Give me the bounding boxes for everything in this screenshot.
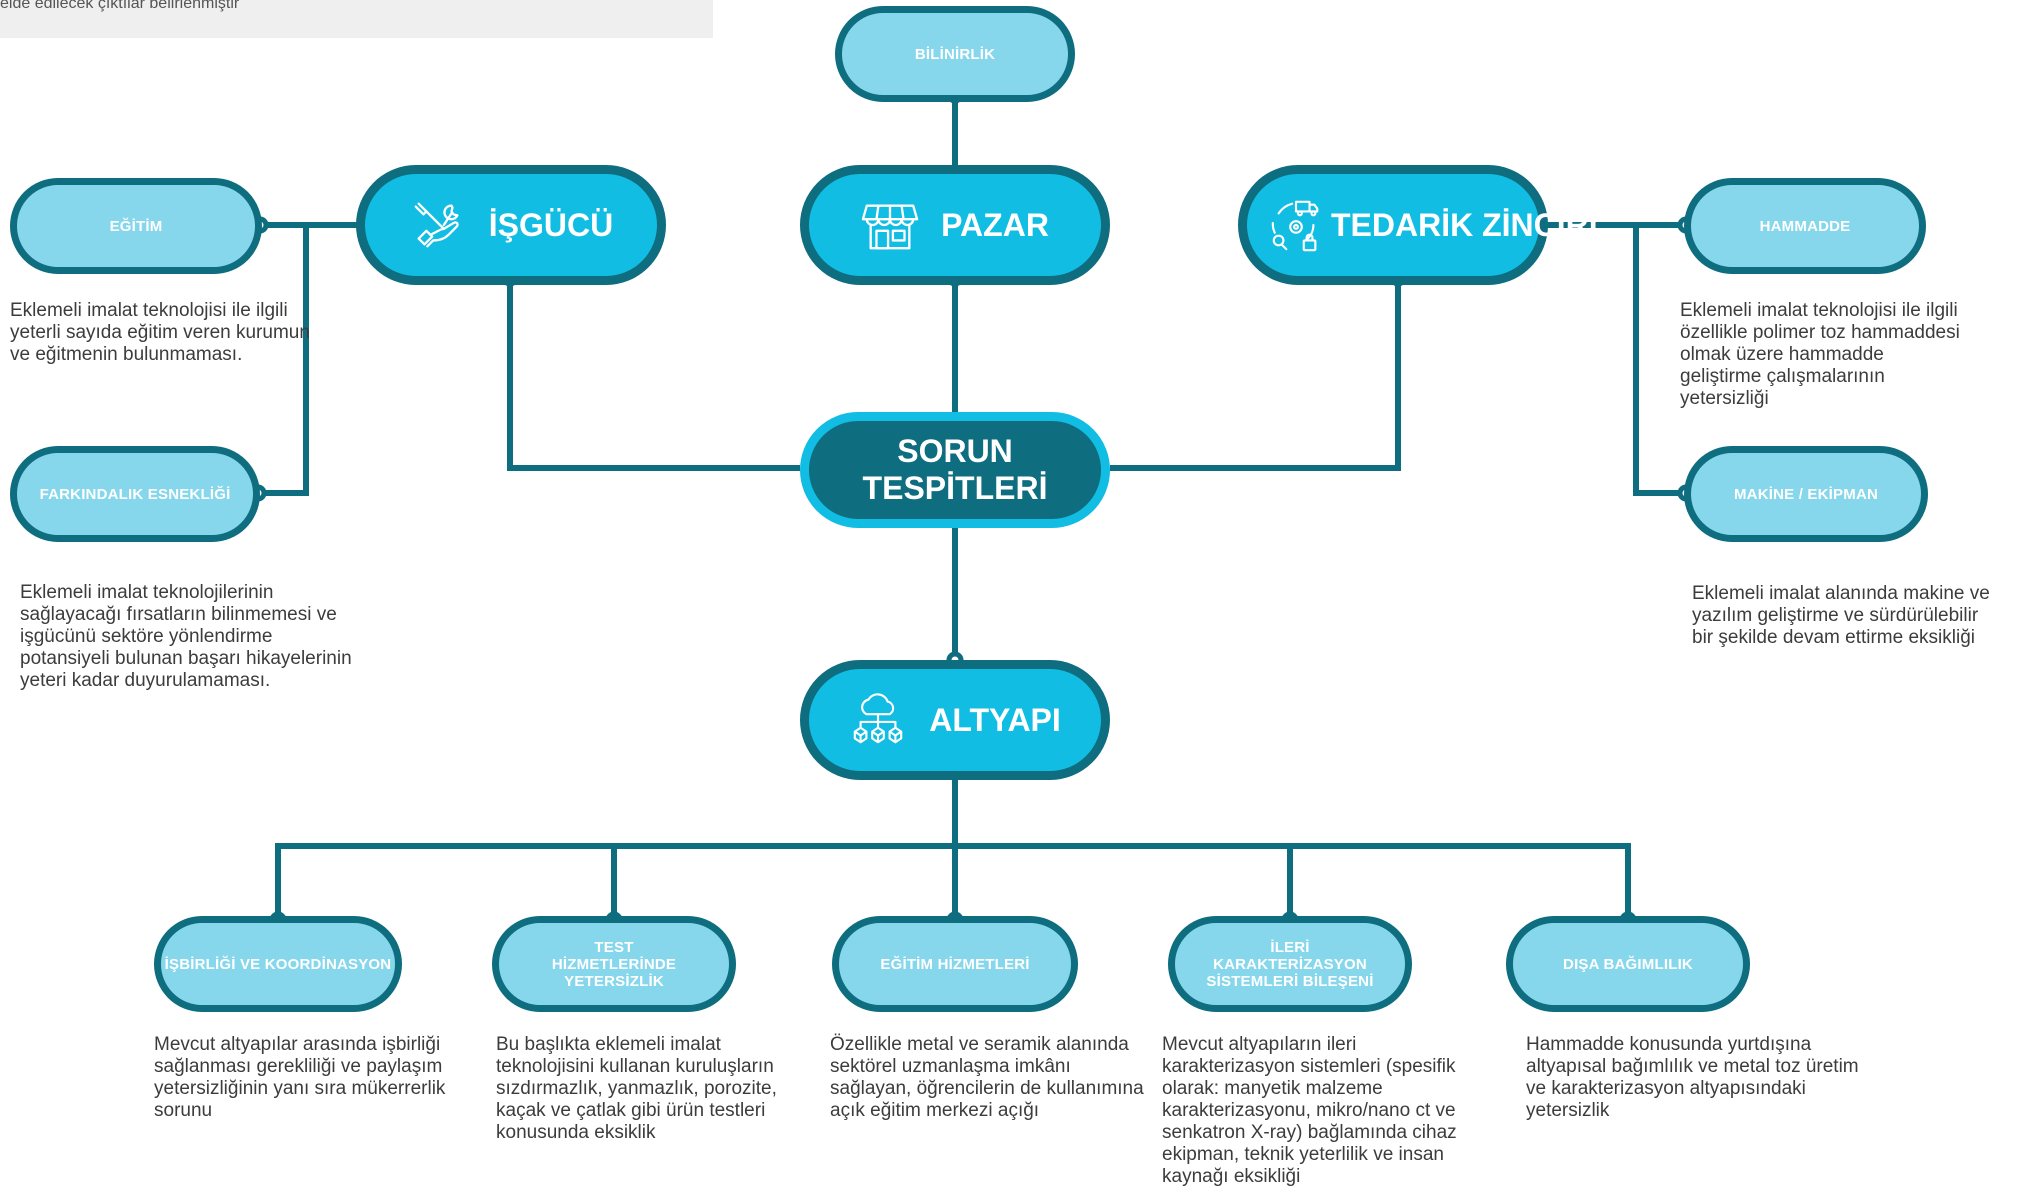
node-egitim-hiz: EĞİTİM HİZMETLERİ: [832, 916, 1078, 1012]
node-isgucu: İŞGÜCÜ: [356, 165, 666, 285]
node-bilinirlik: BİLİNİRLİK: [835, 6, 1075, 102]
node-disa: DIŞA BAĞIMLILIK: [1506, 916, 1750, 1012]
desc-test: Bu başlıkta eklemeli imalat teknolojisin…: [496, 1034, 777, 1143]
desc-disa: Hammadde konusunda yurtdışına altyapısal…: [1526, 1034, 1859, 1121]
supply-chain-cycle-icon: [1271, 200, 1319, 252]
node-hammadde: HAMMADDE: [1684, 178, 1926, 274]
node-isbirligi-label: İŞBİRLİĞİ VE KOORDİNASYON: [164, 955, 392, 973]
node-makine-label: MAKİNE / EKİPMAN: [1733, 485, 1879, 503]
storefront-icon: [861, 204, 919, 250]
desc-ileri: Mevcut altyapıların ileri karakterizasyo…: [1162, 1034, 1457, 1187]
node-isbirligi: İŞBİRLİĞİ VE KOORDİNASYON: [154, 916, 402, 1012]
header-note-text: elde edilecek çıktılar belirlenmiştir: [0, 0, 240, 12]
node-pazar-label: PAZAR: [941, 206, 1049, 243]
tedarik-branch-line: [1542, 222, 1686, 496]
cloud-network-icon: [853, 693, 903, 744]
node-tedarik: TEDARİK ZİNCİRİ: [1238, 165, 1598, 285]
node-ileri: İLERİ KARAKTERİZASYON SİSTEMLERİ BİLEŞEN…: [1168, 916, 1412, 1012]
node-hammadde-label: HAMMADDE: [1759, 217, 1851, 235]
node-test-label: TEST HİZMETLERİNDE YETERSİZLİK: [551, 938, 677, 990]
node-altyapi-label: ALTYAPI: [929, 701, 1061, 738]
node-test: TEST HİZMETLERİNDE YETERSİZLİK: [492, 916, 736, 1012]
node-farkindalik-label: FARKINDALIK ESNEKLİĞİ: [39, 485, 231, 503]
worker-tools-icon: [414, 202, 459, 248]
node-farkindalik: FARKINDALIK ESNEKLİĞİ: [10, 446, 260, 542]
node-egitim-label: EĞİTİM: [109, 217, 163, 235]
desc-egitim: Eklemeli imalat teknolojisi ile ilgili y…: [10, 300, 310, 365]
node-tedarik-label: TEDARİK ZİNCİRİ: [1331, 206, 1598, 243]
node-egitim-hiz-label: EĞİTİM HİZMETLERİ: [880, 955, 1030, 973]
isgucu-branch-line: [258, 222, 358, 496]
node-center: SORUN TESPİTLERİ: [800, 412, 1110, 528]
desc-hammadde: Eklemeli imalat teknolojisi ile ilgili ö…: [1680, 300, 1960, 409]
node-pazar: PAZAR: [800, 165, 1110, 285]
desc-isbirligi: Mevcut altyapılar arasında işbirliği sağ…: [154, 1034, 446, 1121]
node-altyapi: ALTYAPI: [800, 660, 1110, 780]
node-isgucu-label: İŞGÜCÜ: [488, 206, 614, 243]
tedarik-center-line: [1110, 278, 1401, 471]
node-ileri-label: İLERİ KARAKTERİZASYON SİSTEMLERİ BİLEŞEN…: [1206, 938, 1374, 990]
altyapi-bus-line: [275, 770, 1631, 920]
node-center-label: SORUN TESPİTLERİ: [862, 433, 1048, 506]
node-bilinirlik-label: BİLİNİRLİK: [914, 45, 996, 63]
header-note-bar: elde edilecek çıktılar belirlenmiştir: [0, 0, 713, 38]
desc-egitim-hiz: Özellikle metal ve seramik alanında sekt…: [830, 1034, 1144, 1121]
node-makine: MAKİNE / EKİPMAN: [1684, 446, 1928, 542]
node-disa-label: DIŞA BAĞIMLILIK: [1563, 955, 1693, 973]
node-egitim: EĞİTİM: [10, 178, 262, 274]
desc-farkindalik: Eklemeli imalat teknolojilerinin sağlaya…: [20, 582, 352, 691]
isgucu-center-line: [507, 278, 800, 471]
desc-makine: Eklemeli imalat alanında makine ve yazıl…: [1692, 583, 1990, 648]
